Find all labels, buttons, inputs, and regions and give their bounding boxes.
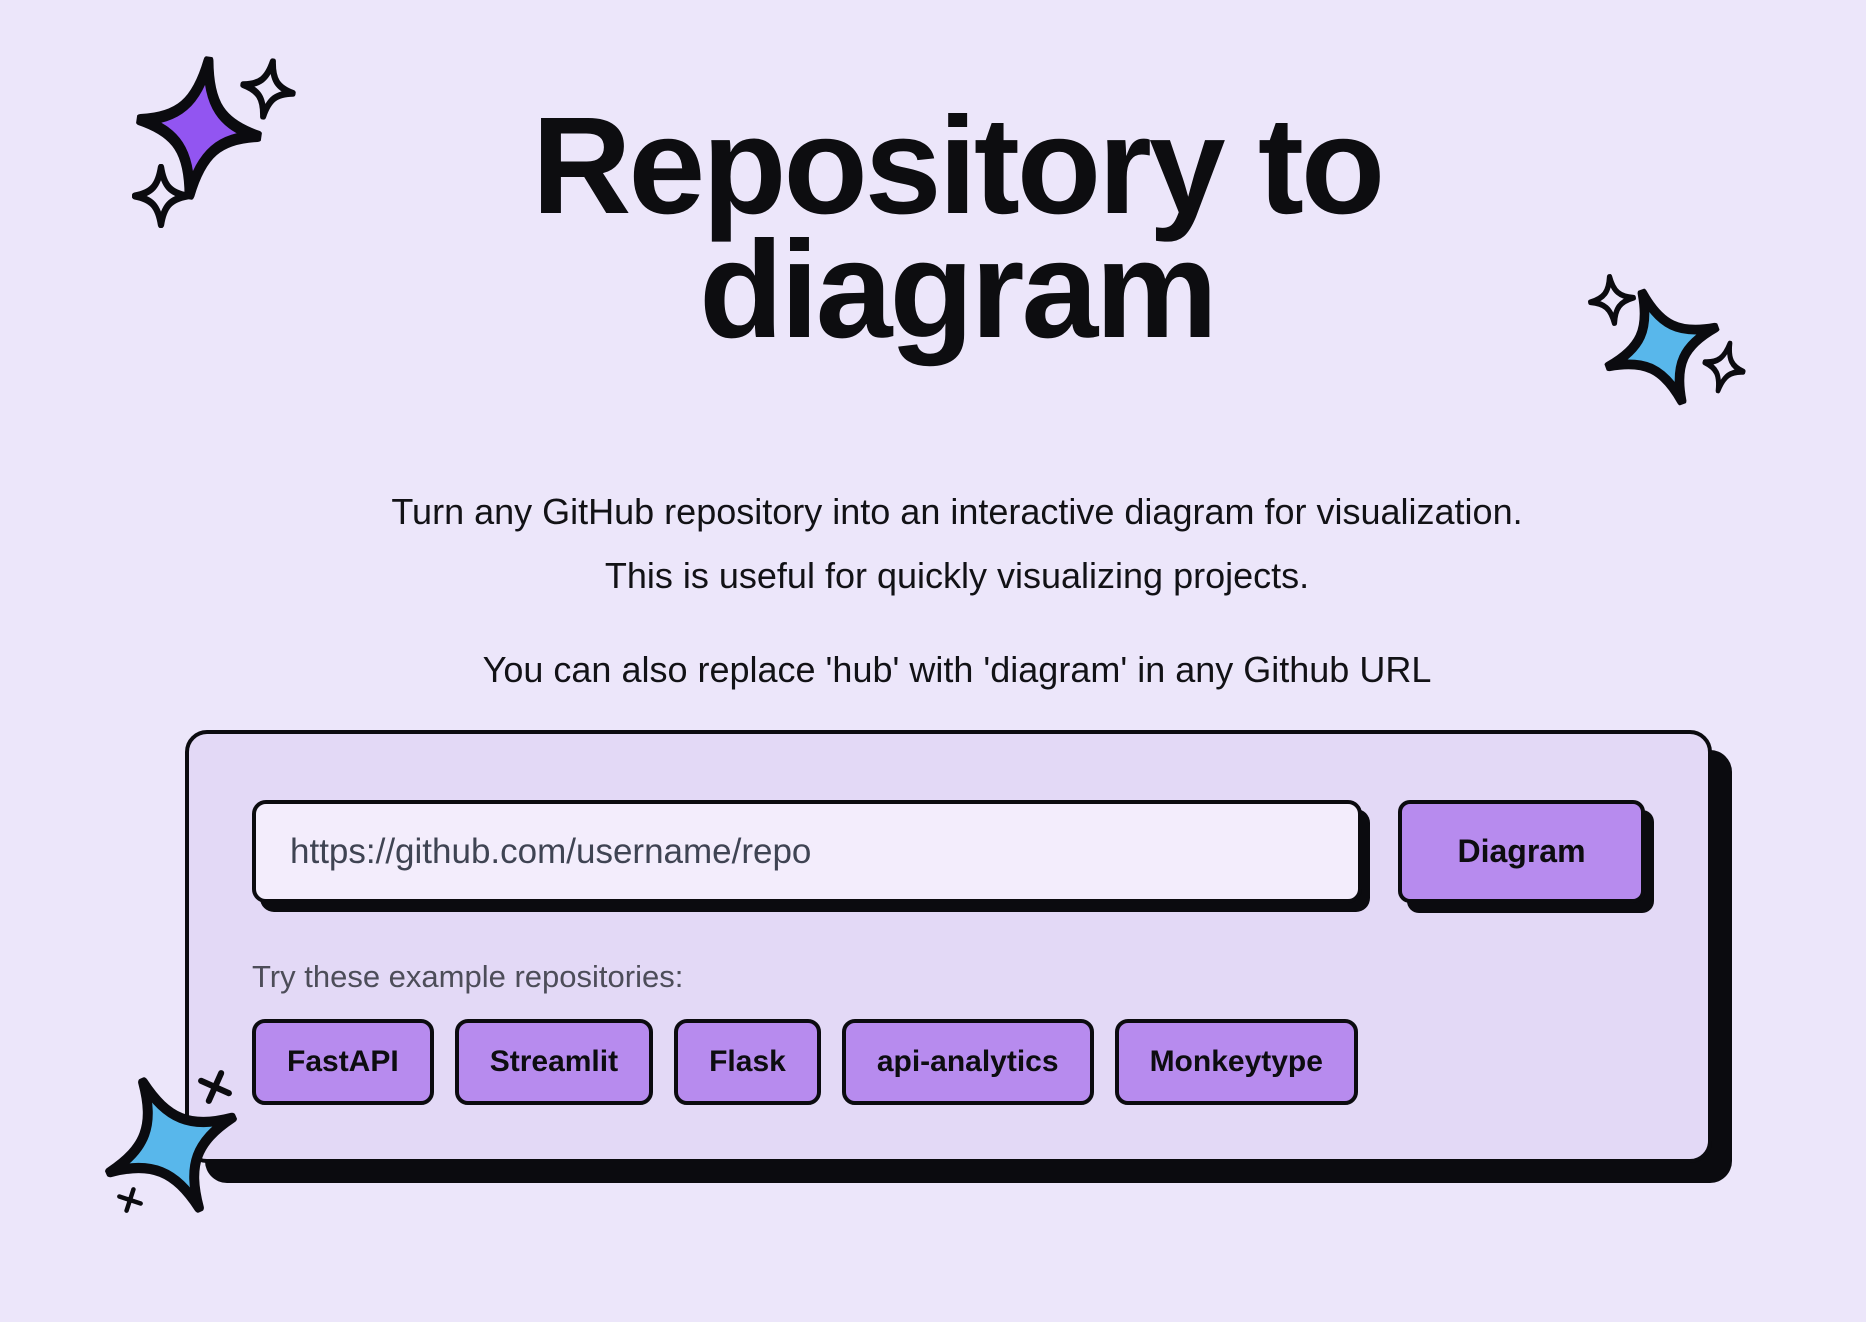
example-repo-button-streamlit[interactable]: Streamlit [454,1019,654,1105]
example-repo-button-fastapi[interactable]: FastAPI [252,1019,434,1105]
sparkle-blue-icon [105,1077,237,1213]
description-line2: This is useful for quickly visualizing p… [604,555,1310,596]
sparkle-outline-icon [1587,273,1637,327]
page-title: Repository to diagram [52,97,1862,359]
repo-input-card: Diagram Try these example repositories: … [185,730,1712,1163]
repo-input-row: Diagram [252,800,1645,903]
sparkle-outline-icon [132,164,190,228]
example-repo-button-api-analytics[interactable]: api-analytics [841,1019,1094,1105]
sparkle-outline-icon [240,58,296,120]
plus-mark-icon [198,1070,232,1104]
examples-row: FastAPI Streamlit Flask api-analytics Mo… [252,1019,1645,1105]
plus-mark-icon [117,1187,143,1213]
examples-label: Try these example repositories: [252,959,684,994]
diagram-button[interactable]: Diagram [1398,800,1645,903]
page-description: Turn any GitHub repository into an inter… [52,480,1862,702]
example-repo-button-flask[interactable]: Flask [674,1019,821,1105]
example-repo-button-monkeytype[interactable]: Monkeytype [1114,1019,1358,1105]
page-title-line2: diagram [699,213,1218,368]
repo-url-input[interactable] [252,800,1362,903]
description-hint: You can also replace 'hub' with 'diagram… [482,649,1432,690]
page-title-line1: Repository to [531,89,1385,243]
sparkle-blue-icon [1604,288,1720,406]
description-line1: Turn any GitHub repository into an inter… [391,491,1523,532]
description-paragraph: Turn any GitHub repository into an inter… [52,480,1862,608]
sparkle-outline-icon [1702,340,1746,394]
